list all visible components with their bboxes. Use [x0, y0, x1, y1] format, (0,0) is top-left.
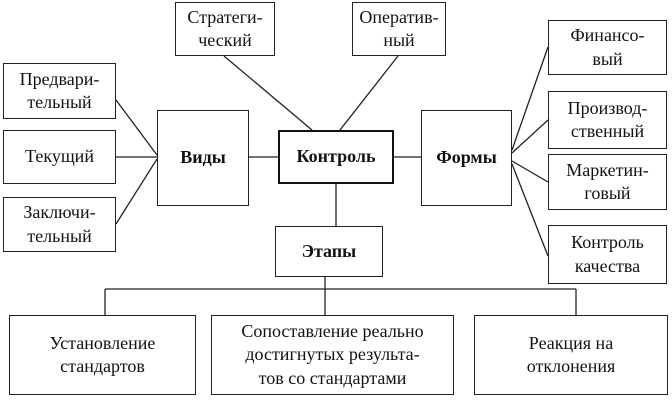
- types-node: Виды: [157, 110, 249, 206]
- connector-type-preliminary: [115, 99, 158, 156]
- stage-standards: Установление стандартов: [9, 315, 196, 395]
- type-preliminary: Предвари- тельный: [3, 63, 116, 119]
- stages-node: Этапы: [275, 226, 383, 277]
- type-current: Текущий: [3, 130, 116, 184]
- level-strategic: Стратеги- ческий: [175, 2, 275, 56]
- connector-form-financial: [511, 46, 549, 151]
- connector-form-marketing: [511, 160, 549, 183]
- connector-level-strategic: [223, 55, 313, 131]
- connector-level-operational: [339, 55, 399, 131]
- form-marketing: Маркетин- говый: [548, 154, 667, 210]
- connector-form-quality: [511, 163, 549, 257]
- form-financial: Финансо- вый: [548, 20, 667, 75]
- level-operational: Оператив- ный: [352, 2, 446, 56]
- form-quality: Контроль качества: [548, 225, 667, 284]
- type-final: Заключи- тельный: [3, 197, 116, 252]
- form-production: Производ- ственный: [548, 91, 667, 149]
- stage-reaction: Реакция на отклонения: [474, 315, 668, 395]
- connector-form-production: [511, 119, 549, 154]
- forms-node: Формы: [421, 110, 512, 206]
- center-node-control: Контроль: [278, 130, 394, 184]
- connector-type-final: [115, 158, 158, 225]
- stage-compare: Сопоставление реально достигнутых резуль…: [211, 315, 454, 395]
